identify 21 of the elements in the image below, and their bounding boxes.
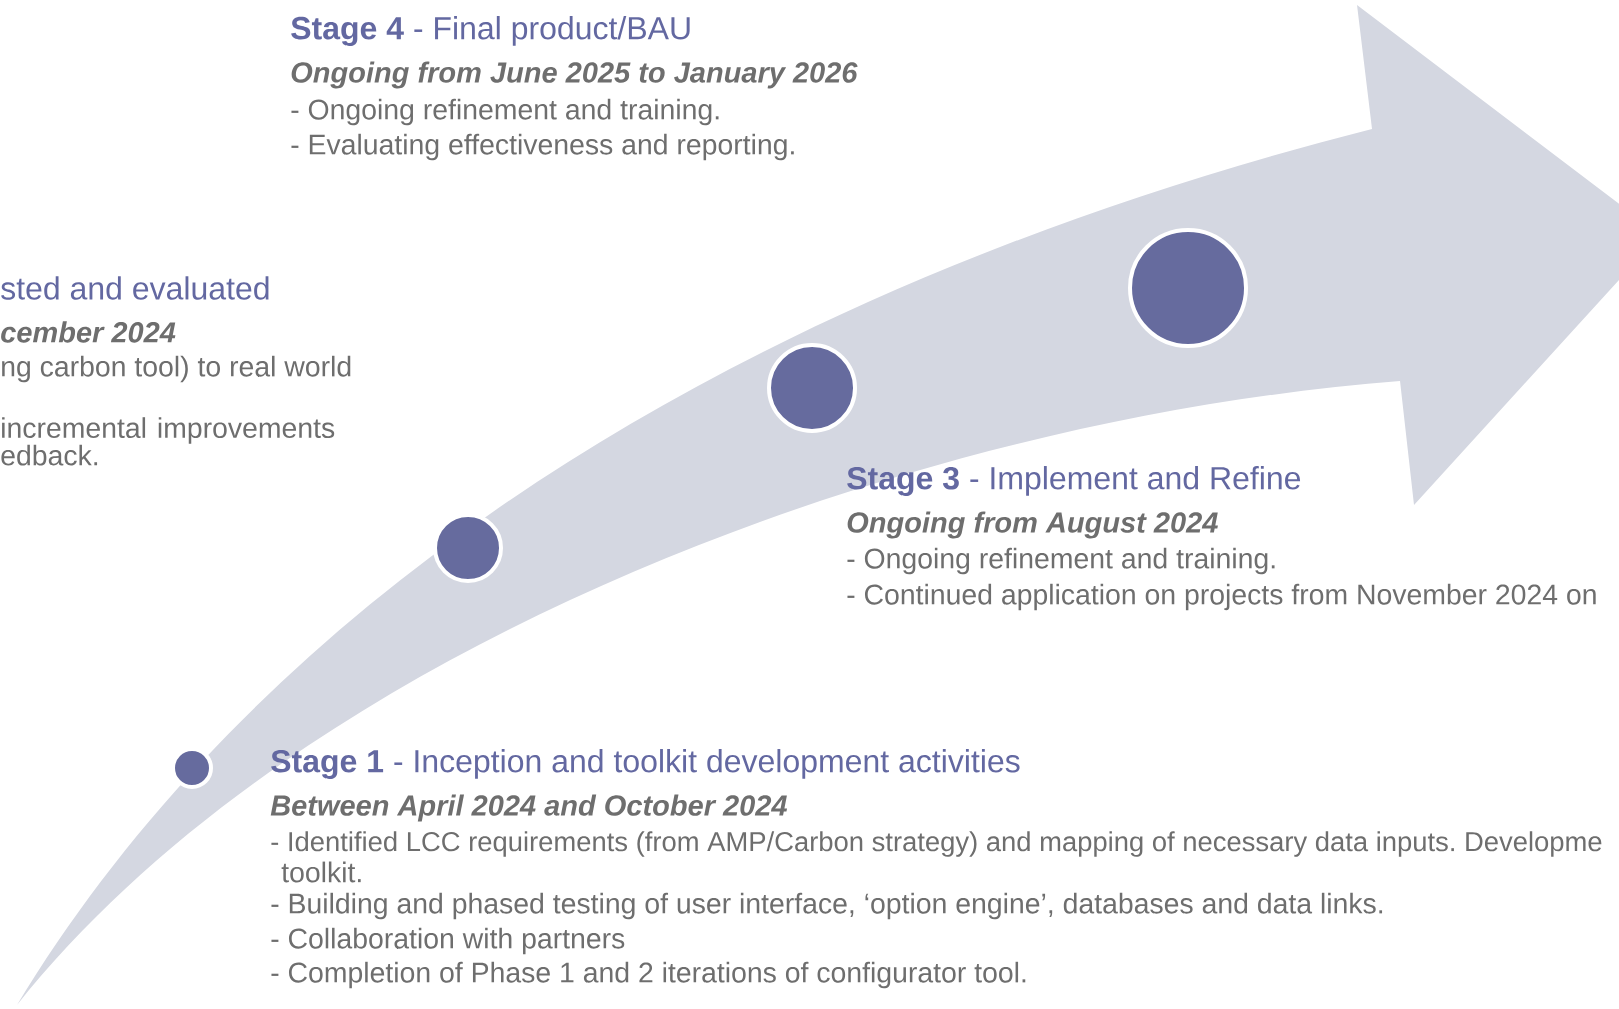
bullet-text: ng carbon tool) to real world [2,355,351,383]
date-range: cember 2024 [1,321,176,343]
bullet-text: - Completion of Phase 1 and 2 iterations of configurator tool. [271,961,1026,989]
bullet-text: toolkit. [281,861,361,883]
bullet-text: - Continued application on projects from November 2024 on [847,583,1596,611]
bullet-text: incremental improvements edback. [1,417,335,466]
stage-heading: Stage 4 - Final product/BAU [291,16,690,46]
bullet-text: - Ongoing refinement and training. [291,98,719,126]
date-range: Ongoing from June 2025 to January 2026 [291,61,858,89]
milestone-dot [1128,228,1248,348]
date-range: Between April 2024 and October 2024 [270,794,788,822]
bullet-text: - Ongoing refinement and training. [847,547,1275,575]
bullet-text: - Collaboration with partners [271,927,625,955]
bullet-text: - Evaluating effectiveness and reporting. [291,133,794,161]
stage-heading: sted and evaluated [1,276,269,300]
bullet-text: - Identified LCC requirements (from AMP/Carbon strategy) and mapping of necessary data inputs. Developme [271,831,1602,857]
milestone-dot [767,343,857,433]
bullet-text: - Building and phased testing of user interface, ‘option engine’, databases and data links. [271,892,1383,920]
stage-heading: Stage 1 - Inception and toolkit development activities [271,749,1020,779]
stage-heading: Stage 3 - Implement and Refine [847,466,1301,496]
date-range: Ongoing from August 2024 [847,511,1218,539]
